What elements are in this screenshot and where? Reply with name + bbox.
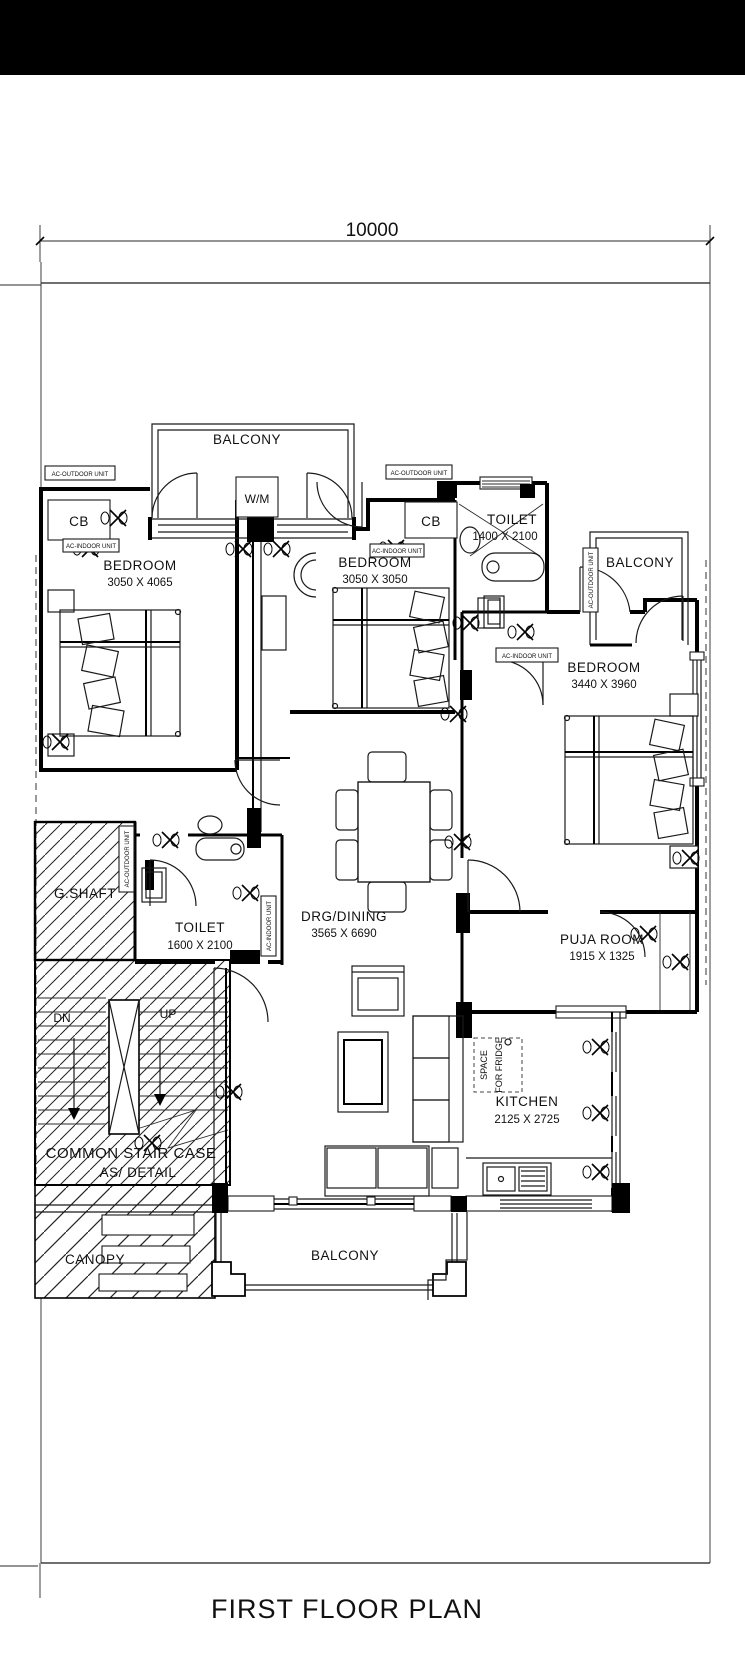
ac-outdoor-label: AC-OUTDOOR UNIT — [125, 830, 131, 887]
staircase-treads — [38, 997, 229, 1149]
ac-indoor-label: AC-INDOOR UNIT — [372, 549, 422, 555]
room-bedroom1-size: 3050 X 4065 — [107, 577, 172, 589]
lobby-basin — [477, 597, 501, 629]
room-puja-name: PUJA ROOM — [560, 932, 644, 947]
cb-right-box — [404, 501, 458, 539]
room-bedroom1-name: BEDROOM — [103, 558, 176, 573]
balcony-bottom-outline — [211, 1213, 467, 1297]
room-bedroom3-size: 3440 X 3960 — [571, 679, 636, 691]
room-kitchen-name: KITCHEN — [496, 1094, 559, 1109]
room-balcony-right: BALCONY — [606, 555, 674, 570]
room-puja-size: 1915 X 1325 — [569, 951, 634, 963]
ac-annotations: AC-OUTDOOR UNIT AC-INDOOR UNIT AC-OUTDOO… — [44, 464, 599, 957]
room-gshaft: G.SHAFT — [54, 886, 116, 901]
washing-machine-box — [235, 476, 279, 518]
room-bedroom3-name: BEDROOM — [567, 660, 640, 675]
fridge-label-2: FOR FRIDGE — [494, 1037, 504, 1093]
living-set — [324, 965, 464, 1197]
toilet2-fixtures — [141, 815, 245, 903]
top-banner — [0, 0, 745, 75]
balcony-right-outline — [589, 531, 689, 647]
room-kitchen-size: 2125 X 2725 — [494, 1114, 559, 1126]
kitchen-step — [427, 1212, 468, 1300]
doors — [149, 472, 684, 1023]
room-drg-size: 3565 X 6690 — [311, 928, 376, 940]
bed-bedroom1 — [47, 589, 182, 757]
room-toilet1-size: 1400 X 2100 — [472, 531, 537, 543]
stairs-dn-label: DN — [53, 1011, 70, 1025]
cb-left-box — [47, 499, 111, 541]
room-balcony-bottom: BALCONY — [311, 1248, 379, 1263]
room-toilet2-name: TOILET — [175, 920, 225, 935]
balcony-top-outline — [151, 423, 355, 518]
walls — [39, 476, 705, 1212]
room-balcony-top: BALCONY — [213, 432, 281, 447]
stairs-up-label: UP — [160, 1007, 177, 1021]
room-labels: BALCONY W/M CB CB BEDROOM 3050 X 4065 BE… — [46, 432, 674, 1267]
kitchen-counter — [466, 1157, 612, 1196]
ac-indoor-label: AC-INDOOR UNIT — [267, 901, 273, 951]
room-bedroom2-name: BEDROOM — [338, 555, 411, 570]
stairs-name: COMMON STAIR CASE — [46, 1145, 217, 1162]
ac-outdoor-label: AC-OUTDOOR UNIT — [391, 471, 448, 477]
washing-machine-label: W/M — [245, 492, 270, 506]
fridge-space — [473, 1037, 523, 1093]
room-cb-left: CB — [69, 514, 89, 529]
plot-width-dimension: 10000 — [346, 220, 399, 241]
room-drg-name: DRG/DINING — [301, 909, 387, 924]
room-canopy: CANOPY — [65, 1252, 125, 1267]
room-bedroom2-size: 3050 X 3050 — [342, 574, 407, 586]
ac-outdoor-label: AC-OUTDOOR UNIT — [52, 472, 109, 478]
sheet-title: FIRST FLOOR PLAN — [211, 1594, 483, 1624]
bed-bedroom3 — [563, 693, 699, 869]
room-toilet2-size: 1600 X 2100 — [167, 940, 232, 952]
canopy-hatch — [34, 1184, 216, 1299]
ac-outdoor-label: AC-OUTDOOR UNIT — [589, 551, 595, 608]
ac-indoor-label: AC-INDOOR UNIT — [66, 544, 116, 550]
dining-set — [335, 751, 453, 913]
columns — [145, 484, 630, 1213]
stairs-detail: AS/ DETAIL — [100, 1165, 177, 1180]
room-toilet1-name: TOILET — [487, 512, 537, 527]
ac-indoor-label: AC-INDOOR UNIT — [502, 654, 552, 660]
fridge-label-1: SPACE — [479, 1050, 489, 1080]
bed-bedroom2 — [261, 552, 450, 710]
room-cb-right: CB — [421, 514, 441, 529]
